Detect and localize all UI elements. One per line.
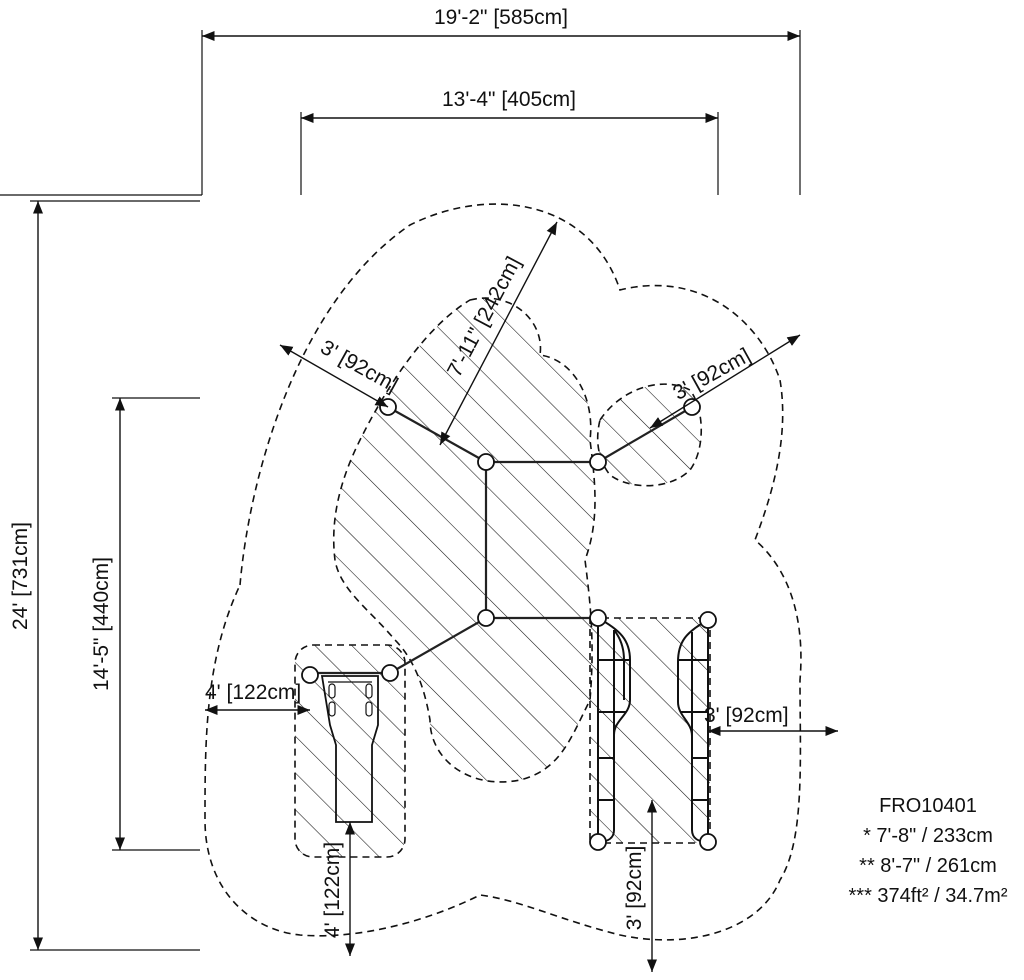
dim-inner-width-label: 13'-4" [405cm] xyxy=(442,88,576,111)
dim-diagonal xyxy=(439,221,558,446)
dim-overall-width-label: 19'-2" [585cm] xyxy=(434,6,568,29)
dim-clear-top-right-label: 3' [92cm] xyxy=(669,344,754,405)
dim-clear-right-label: 3' [92cm] xyxy=(704,704,789,727)
use-zone-slide-outline xyxy=(294,644,406,858)
dim-overall-height-label: 24' [731cm] xyxy=(9,522,32,630)
dim-clear-bottom-right-label: 3' [92cm] xyxy=(623,846,646,931)
dim-clear-left-label: 4' [122cm] xyxy=(205,681,301,704)
spec-line-3: *** 374ft² / 34.7m² xyxy=(849,885,1008,907)
dim-inner-width xyxy=(300,112,719,195)
dim-clear-top-left xyxy=(279,344,389,408)
safety-zone-outline xyxy=(204,203,802,941)
use-zone-central-outline xyxy=(332,297,596,783)
dim-inner-height-label: 14'-5" [440cm] xyxy=(90,557,113,691)
dim-clear-top-left-label: 3' [92cm] xyxy=(317,336,402,397)
dim-overall-width xyxy=(0,30,801,196)
dim-overall-height xyxy=(30,200,200,951)
dim-inner-height xyxy=(112,397,200,851)
slide xyxy=(320,675,379,823)
dim-clear-bottom-left-label: 4' [122cm] xyxy=(321,842,344,938)
spec-line-2: ** 8'-7" / 261cm xyxy=(859,855,997,877)
dim-clear-top-right xyxy=(649,334,801,429)
spec-model: FRO10401 xyxy=(879,795,977,817)
spec-line-1: * 7'-8" / 233cm xyxy=(863,825,993,847)
